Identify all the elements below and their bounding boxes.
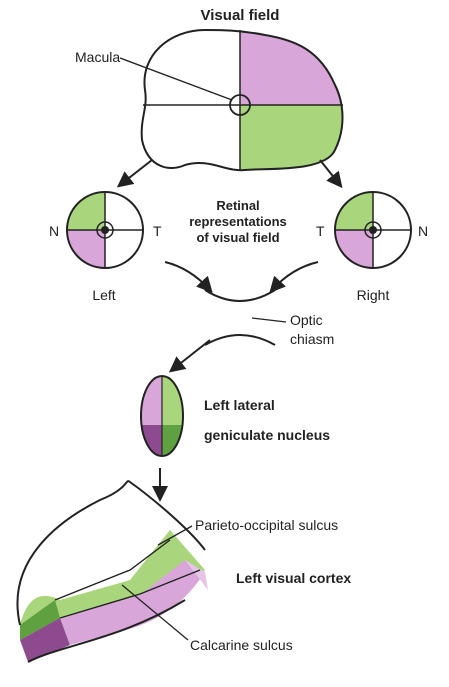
arrow-left-to-chiasm [165,262,210,290]
label-n-left: N [49,223,59,239]
optic-chiasm-pointer [252,318,286,322]
label-macula: Macula [75,49,120,65]
label-parieto-occipital: Parieto-occipital sulcus [195,517,338,533]
macula-pointer [120,58,232,100]
label-right-eye: Right [357,287,390,303]
label-retinal-line1: Retinal [216,198,259,213]
label-optic-line1: Optic [290,312,323,328]
visual-field-shape [142,20,360,185]
label-lgn-line1: Left lateral [204,397,275,413]
label-t-right: T [316,223,325,239]
label-calcarine: Calcarine sulcus [190,637,293,653]
label-left-eye: Left [92,287,115,303]
title-visual-field: Visual field [201,7,280,24]
label-left-visual-cortex: Left visual cortex [236,570,351,586]
arrow-right-to-chiasm [272,262,318,290]
label-optic-line2: chiasm [290,331,334,347]
label-retinal-line2: representations [189,214,287,229]
label-retinal-line3: of visual field [196,230,279,245]
arrow-to-left-eye [120,160,152,185]
arrow-to-lgn [172,340,210,370]
label-n-right: N [418,223,428,239]
label-lgn-line2: geniculate nucleus [204,427,330,443]
arrow-to-right-eye [320,160,340,185]
left-eye-retina [67,192,143,268]
right-eye-retina [335,192,411,268]
optic-chiasm [205,290,275,345]
visual-cortex [17,481,208,662]
lateral-geniculate-nucleus [140,375,184,460]
label-t-left: T [153,223,162,239]
